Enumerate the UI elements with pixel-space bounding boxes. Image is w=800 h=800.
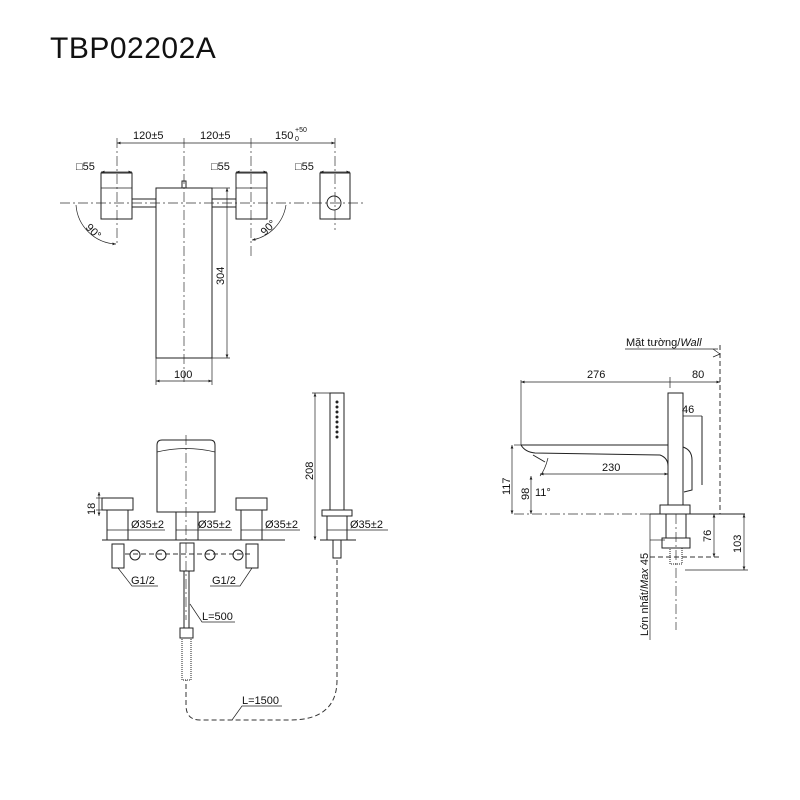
side-view: Mặt tường/Wall 276 80 46 230 11° 117 98 bbox=[501, 337, 748, 640]
model-title: TBP02202A bbox=[50, 32, 217, 65]
thread-right: G1/2 bbox=[212, 575, 236, 587]
dim-80: 80 bbox=[692, 369, 704, 381]
dia-1: Ø35±2 bbox=[131, 519, 164, 531]
square-right: □55 bbox=[295, 161, 314, 173]
dim-100: 100 bbox=[174, 369, 192, 381]
thread-left: G1/2 bbox=[131, 575, 155, 587]
front-view: 18 Ø35±2 Ø35±2 Ø35±2 G1/2 G1/2 L=500 bbox=[86, 392, 388, 721]
dim-150: 150 bbox=[275, 130, 293, 142]
dia-4: Ø35±2 bbox=[350, 519, 383, 531]
dim-103: 103 bbox=[732, 535, 744, 553]
dim-120-b: 120±5 bbox=[200, 130, 231, 142]
dim-18: 18 bbox=[86, 503, 98, 515]
dim-276: 276 bbox=[587, 369, 605, 381]
top-view: 120±5 120±5 150 +50 0 □55 □55 □55 304 10… bbox=[60, 127, 365, 385]
angle-left: 90° bbox=[83, 222, 103, 242]
dim-120-a: 120±5 bbox=[133, 130, 164, 142]
square-left: □55 bbox=[76, 161, 95, 173]
dia-2: Ø35±2 bbox=[198, 519, 231, 531]
wall-label: Mặt tường/Wall bbox=[626, 337, 702, 349]
shower-length: 208 bbox=[304, 462, 316, 480]
hose-short: L=500 bbox=[202, 611, 233, 623]
dim-46: 46 bbox=[682, 404, 694, 416]
angle-11: 11° bbox=[535, 487, 551, 499]
hose-long: L=1500 bbox=[242, 695, 279, 707]
dim-230: 230 bbox=[602, 462, 620, 474]
dim-117: 117 bbox=[501, 477, 513, 495]
dim-76: 76 bbox=[702, 530, 714, 542]
dim-150-tol-lower: 0 bbox=[295, 136, 299, 143]
dim-150-tol-upper: +50 bbox=[295, 127, 307, 134]
square-mid: □55 bbox=[211, 161, 230, 173]
dia-3: Ø35±2 bbox=[265, 519, 298, 531]
dim-98: 98 bbox=[520, 488, 532, 500]
dim-304: 304 bbox=[215, 267, 227, 285]
max-label: Lớn nhất/Max 45 bbox=[639, 553, 651, 636]
angle-right: 90° bbox=[259, 218, 279, 238]
